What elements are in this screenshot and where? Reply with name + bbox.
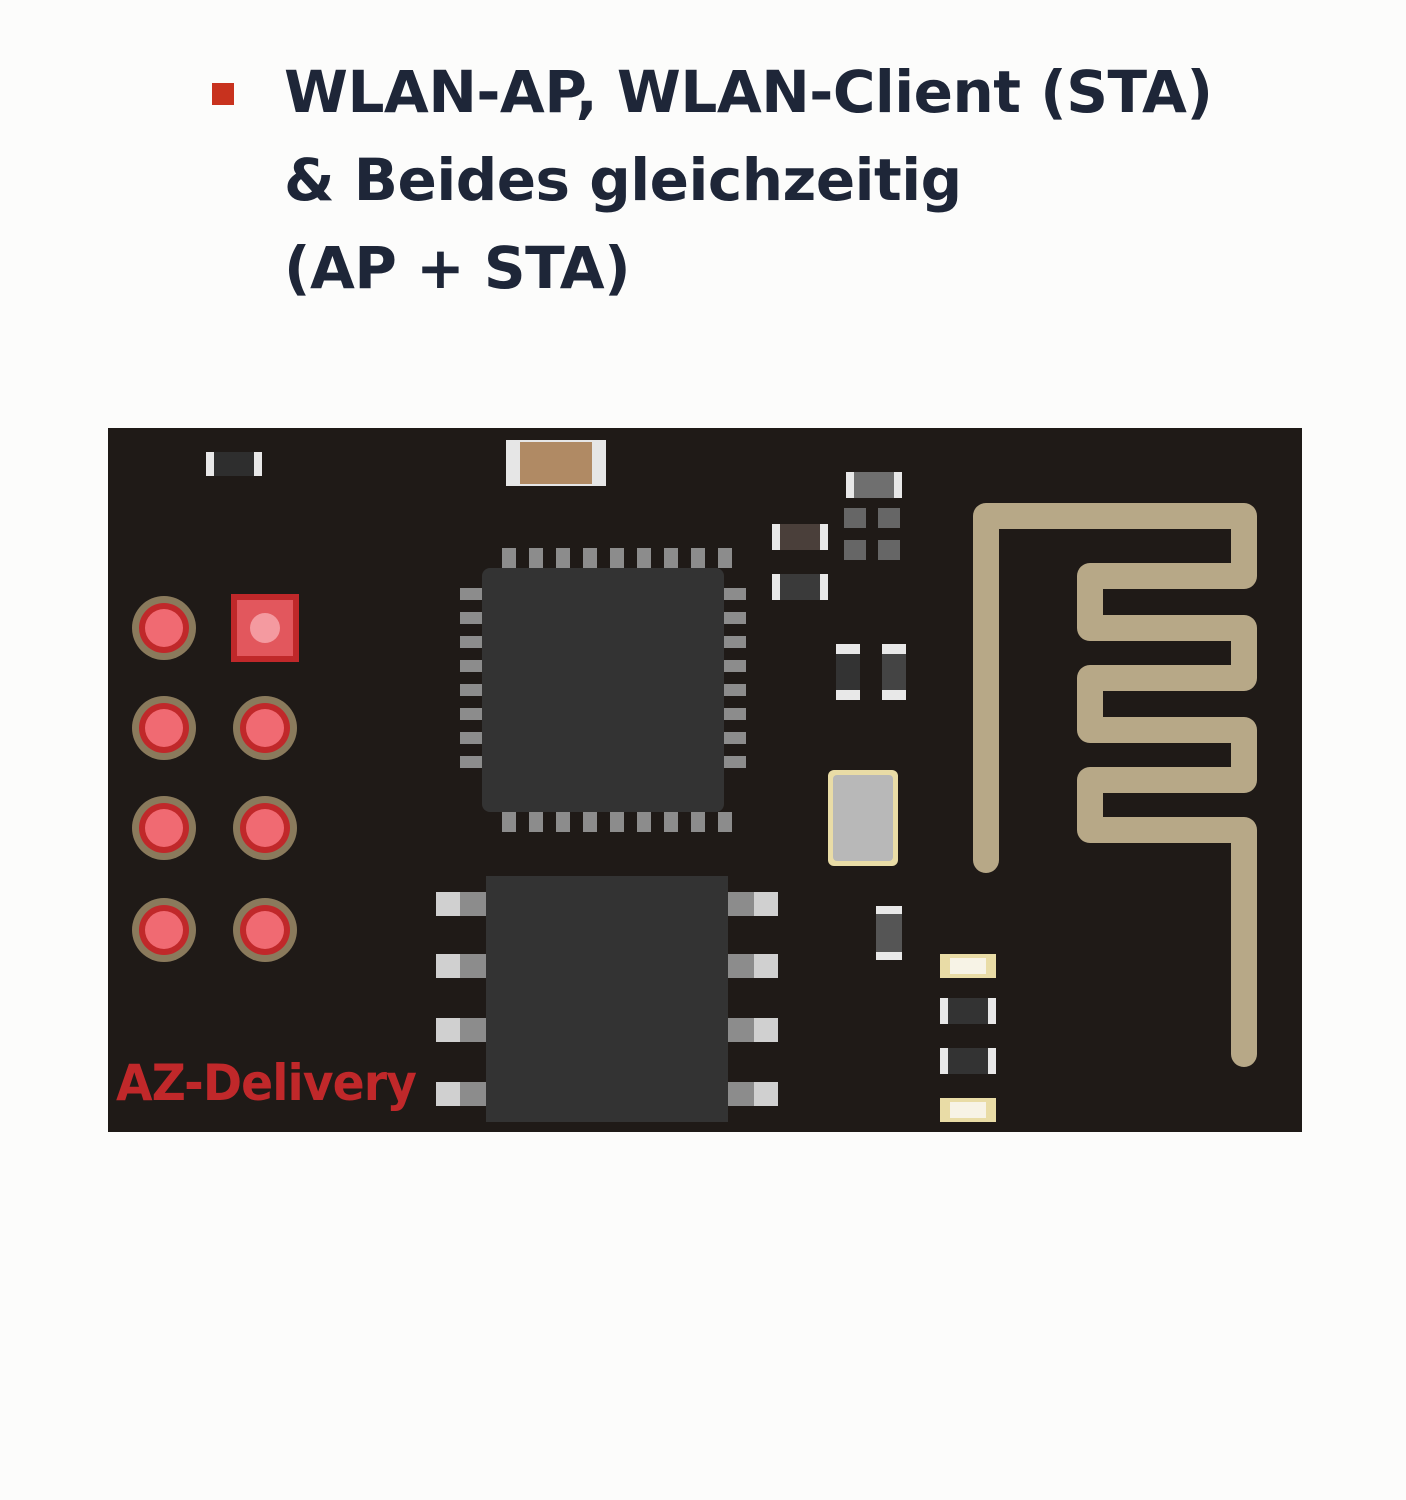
smd-resistor-vertical: [876, 906, 902, 960]
smd-capacitor-top: [506, 440, 606, 486]
feature-line-2: & Beides gleichzeitig: [284, 146, 962, 214]
smd-components-top-right: [772, 472, 906, 700]
pin-header: [132, 594, 299, 962]
smd-resistor-top-left: [206, 452, 262, 476]
svg-text:AZ-Delivery: AZ-Delivery: [116, 1054, 416, 1112]
bullet-square-icon: [212, 83, 234, 105]
crystal-oscillator: [828, 770, 898, 866]
esp8266-chip: [460, 548, 746, 832]
feature-line-1: WLAN-AP, WLAN-Client (STA): [284, 58, 1213, 126]
feature-line-3: (AP + STA): [284, 234, 631, 302]
az-delivery-logo: AZ-Delivery: [116, 1054, 417, 1112]
status-leds: [940, 954, 996, 1122]
feature-headline: WLAN-AP, WLAN-Client (STA) & Beides glei…: [284, 48, 1213, 312]
pcb-antenna-icon: [973, 503, 1257, 1067]
esp-module-illustration: AZ-Delivery: [108, 428, 1302, 1132]
flash-memory-chip: [436, 876, 778, 1122]
